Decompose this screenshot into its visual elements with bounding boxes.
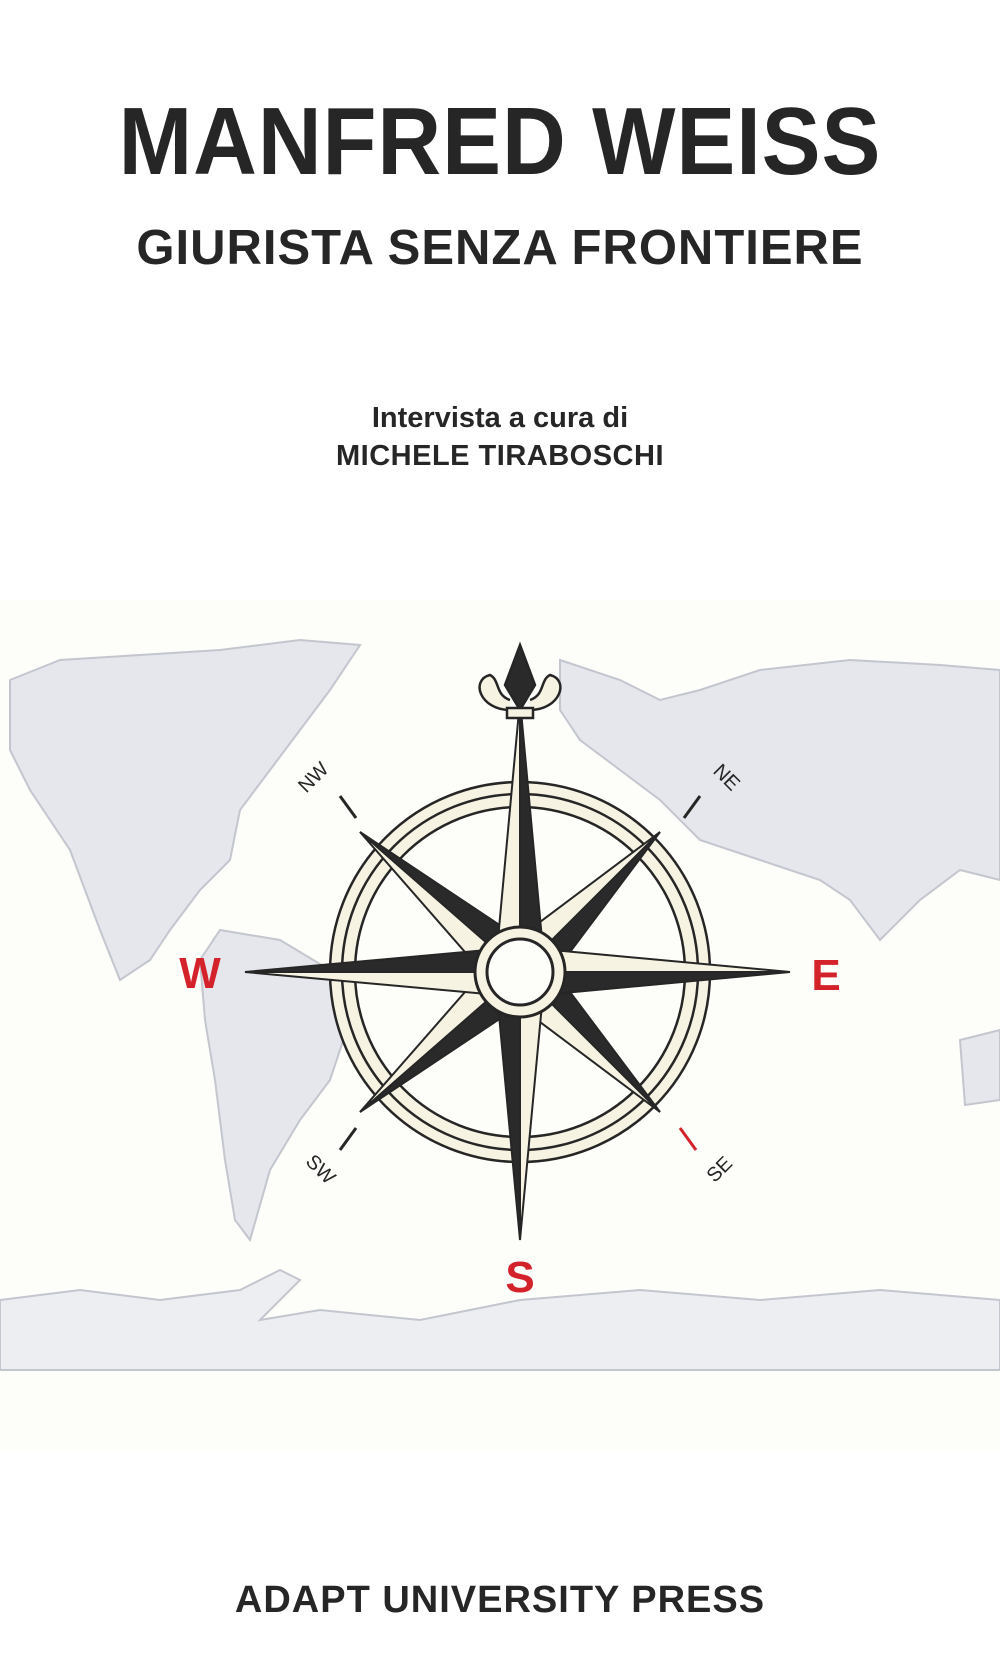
compass-hub bbox=[473, 925, 567, 1019]
world-map-compass-illustration: W E S NW NE SW SE bbox=[0, 638, 1000, 1371]
label-southwest: SW bbox=[301, 1151, 339, 1189]
label-southeast: SE bbox=[703, 1153, 737, 1187]
book-title: GIURISTA SENZA FRONTIERE bbox=[136, 221, 864, 275]
world-map bbox=[0, 638, 1000, 1371]
label-west: W bbox=[179, 949, 221, 998]
fleur-de-lis-icon bbox=[478, 641, 562, 720]
publisher-name: ADAPT UNIVERSITY PRESS bbox=[234, 1579, 766, 1621]
label-east: E bbox=[811, 951, 840, 1000]
credit-line: Intervista a cura di bbox=[371, 402, 629, 434]
compass-star-cardinal bbox=[244, 699, 791, 1241]
cover-illustration: W E S NW NE SW SE bbox=[0, 600, 1000, 1450]
curator-name: MICHELE TIRABOSCHI bbox=[336, 440, 664, 472]
author-name: MANFRED WEISS bbox=[118, 88, 882, 195]
ordinal-ticks bbox=[338, 795, 702, 1151]
label-south: S bbox=[505, 1253, 534, 1302]
label-northwest: NW bbox=[294, 758, 333, 797]
